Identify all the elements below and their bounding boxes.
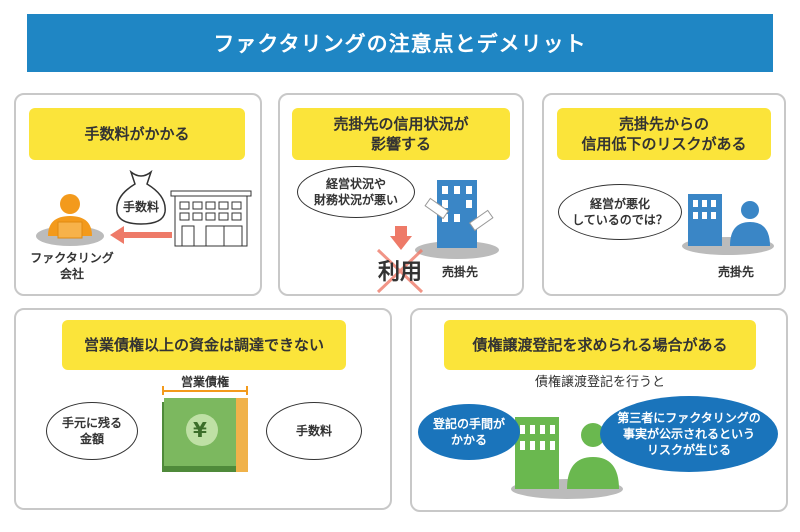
speech-bubble-worsening: 経営が悪化 しているのでは？	[558, 184, 682, 240]
arrow-left-icon	[110, 226, 172, 244]
office-building-icon	[170, 190, 252, 247]
banknote-stack-icon	[162, 398, 248, 472]
client-label: 売掛先	[441, 265, 478, 279]
speech-bubble-fee: 手数料	[266, 402, 362, 460]
registration-subtitle: 債権譲渡登記を行うと	[534, 375, 665, 390]
receivables-bracket-label: 営業債権	[180, 375, 229, 389]
yen-symbol: ¥	[193, 418, 207, 442]
damaged-building-icon	[415, 180, 499, 259]
client-label: 売掛先	[717, 265, 754, 279]
money-bag-icon	[116, 169, 166, 225]
bracket-line	[162, 386, 248, 395]
panel-client-credit-label: 売掛先の信用状況が 影響する	[292, 108, 510, 160]
page-title: ファクタリングの注意点とデメリット	[27, 14, 773, 72]
speech-bubble-bad-finance: 経営状況や 財務状況が悪い	[297, 166, 415, 218]
panel-credit-decline-label: 売掛先からの 信用低下のリスクがある	[557, 108, 771, 160]
speech-bubble-remaining-amount: 手元に残る 金額	[46, 402, 138, 460]
cross-mark-icon	[376, 248, 424, 294]
building-person-green-icon	[511, 417, 623, 499]
client-building-person-icon	[682, 194, 774, 255]
down-arrow-icon	[390, 226, 412, 250]
factoring-company-label: ファクタリング 会社	[30, 251, 114, 282]
usage-denied-text: 利用	[378, 260, 423, 285]
panel-fee-label: 手数料がかかる	[29, 108, 245, 160]
speech-bubble-disclosure-risk: 第三者にファクタリングの 事実が公示されるという リスクが生じる	[600, 396, 778, 472]
panel-registration-label: 債権譲渡登記を求められる場合がある	[444, 320, 756, 370]
speech-bubble-registration-effort: 登記の手間が かかる	[418, 404, 520, 460]
money-bag-label: 手数料	[122, 200, 159, 214]
factoring-person-icon	[36, 194, 104, 246]
panel-funding-limit-label: 営業債権以上の資金は調達できない	[62, 320, 346, 370]
